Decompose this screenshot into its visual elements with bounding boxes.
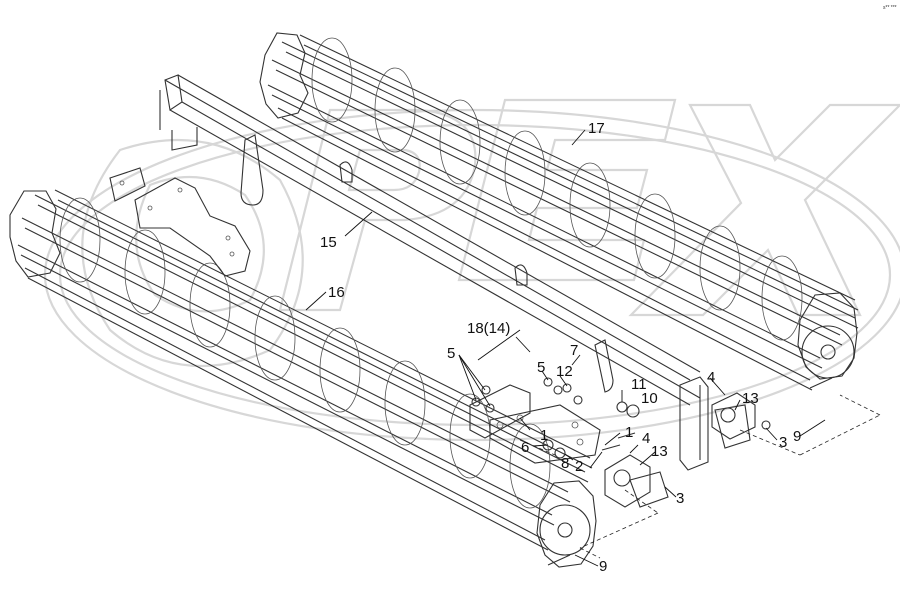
part-label-17: 17 <box>588 120 605 137</box>
watermark-logo <box>44 98 900 442</box>
part-label-12: 12 <box>556 363 573 380</box>
part-label-5-center: 5 <box>537 359 545 376</box>
part-label-16: 16 <box>328 284 345 301</box>
part-label-4-rear: 4 <box>707 369 715 386</box>
part-label-9-rear: 9 <box>793 428 801 445</box>
part-label-4-front: 4 <box>642 430 650 447</box>
part-label-2: 2 <box>575 458 583 475</box>
frame <box>159 74 751 471</box>
part-label-13-front: 13 <box>651 443 668 460</box>
part-label-7: 7 <box>570 342 578 359</box>
part-label-8: 8 <box>561 455 569 472</box>
part-label-13-rear: 13 <box>742 390 759 407</box>
part-label-3-rear: 3 <box>779 434 787 451</box>
alignment-lines <box>519 394 881 559</box>
bearing-flange-front <box>604 454 669 508</box>
bearing-flange-rear <box>711 392 771 440</box>
part-label-9-front: 9 <box>599 558 607 575</box>
center-bracket-assembly <box>469 377 640 464</box>
leader-lines <box>305 129 826 567</box>
part-label-11: 11 <box>631 376 647 393</box>
part-label-18-14: 18(14) <box>467 320 510 337</box>
part-label-6: 6 <box>521 439 529 456</box>
part-label-3-front: 3 <box>676 490 684 507</box>
part-label-1-left: 1 <box>540 427 548 444</box>
left-bracket <box>109 167 251 277</box>
part-label-15: 15 <box>320 234 337 251</box>
front-roller <box>9 189 597 568</box>
rear-roller <box>259 32 859 391</box>
drawing-code: s** *** <box>883 5 897 11</box>
part-labels: 17 15 16 18(14) 5 5 7 12 11 10 4 13 1 1 … <box>320 5 897 575</box>
part-label-5-left: 5 <box>447 345 455 362</box>
part-label-10: 10 <box>641 390 658 407</box>
part-label-1-right: 1 <box>625 424 633 441</box>
